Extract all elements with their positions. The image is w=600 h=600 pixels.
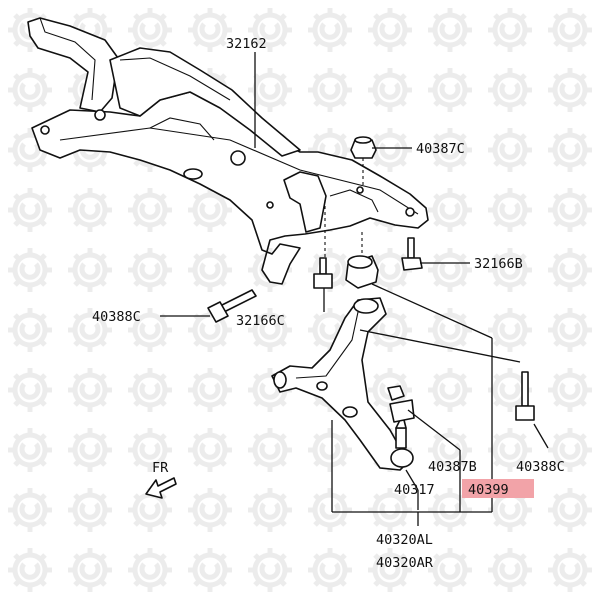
gear-logo-icon (248, 488, 292, 532)
nut-40387b[interactable] (387, 385, 415, 423)
gear-logo-icon (8, 248, 52, 292)
crossmember-32162[interactable] (27, 17, 429, 285)
gear-logo-icon (548, 248, 592, 292)
label-40388c-left[interactable]: 40388C (92, 309, 141, 325)
gear-logo-icon (308, 68, 352, 112)
gear-logo-icon (548, 368, 592, 412)
gear-logo-icon (428, 368, 472, 412)
gear-logo-icon (8, 368, 52, 412)
gear-logo-icon (488, 188, 532, 232)
lower-arm-40320[interactable] (271, 297, 409, 471)
gear-logo-icon (8, 68, 52, 112)
gear-logo-icon (8, 188, 52, 232)
gear-logo-icon (488, 128, 532, 172)
gear-logo-icon (428, 188, 472, 232)
gear-logo-icon (308, 428, 352, 472)
gear-logo-icon (488, 548, 532, 592)
gear-logo-icon (308, 8, 352, 52)
label-32166c[interactable]: 32166C (236, 313, 285, 329)
gear-logo-icon (488, 8, 532, 52)
gear-logo-icon (68, 248, 112, 292)
gear-logo-icon (548, 308, 592, 352)
gear-logo-icon (488, 68, 532, 112)
part-labels: 32162 40387C 32166B 40388C 32166C 40387B… (92, 36, 565, 571)
label-32162[interactable]: 32162 (226, 36, 267, 52)
gear-logo-icon (548, 488, 592, 532)
gear-logo-icon (128, 188, 172, 232)
leader-lines (160, 52, 549, 526)
label-40399[interactable]: 40399 (468, 482, 509, 498)
gear-logo-icon (8, 308, 52, 352)
front-label: FR (152, 460, 169, 476)
gear-logo-icon (428, 248, 472, 292)
gear-logo-icon (548, 68, 592, 112)
gear-logo-icon (428, 548, 472, 592)
gear-logo-icon (548, 128, 592, 172)
gear-logo-icon (68, 368, 112, 412)
gear-logo-icon (188, 368, 232, 412)
bolt-40388c-rear[interactable] (359, 329, 535, 421)
bushing-40399[interactable] (345, 232, 379, 289)
gear-logo-icon (68, 188, 112, 232)
gear-logo-icon (128, 248, 172, 292)
gear-logo-icon (188, 248, 232, 292)
gear-logo-icon (368, 8, 412, 52)
gear-logo-icon (548, 188, 592, 232)
gear-logo-icon (368, 68, 412, 112)
gear-logo-icon (188, 428, 232, 472)
gear-logo-icon (548, 8, 592, 52)
gear-logo-icon (248, 428, 292, 472)
gear-logo-icon (188, 548, 232, 592)
gear-logo-icon (488, 308, 532, 352)
gear-logo-icon (428, 68, 472, 112)
front-direction-marker: FR (145, 460, 177, 499)
gear-logo-icon (308, 548, 352, 592)
label-40388c-rear[interactable]: 40388C (516, 459, 565, 475)
bolt-32166b[interactable] (401, 237, 423, 271)
gear-logo-icon (248, 548, 292, 592)
gear-logo-icon (428, 8, 472, 52)
highlight-40399 (462, 479, 534, 498)
gear-logo-icon (128, 8, 172, 52)
gear-logo-icon (68, 548, 112, 592)
bolt-32166c[interactable] (313, 200, 333, 289)
gear-logo-icon (128, 548, 172, 592)
ball-joint-40317[interactable] (390, 419, 414, 468)
gear-logo-icon (188, 488, 232, 532)
label-32166b[interactable]: 32166B (474, 256, 523, 272)
gear-logo-icon (8, 548, 52, 592)
bolt-40388c-left[interactable] (207, 289, 257, 323)
label-40320al[interactable]: 40320AL (376, 532, 433, 548)
gear-logo-icon (308, 488, 352, 532)
gear-logo-icon (8, 428, 52, 472)
gear-logo-icon (68, 488, 112, 532)
label-40387b[interactable]: 40387B (428, 459, 477, 475)
gear-logo-icon (68, 428, 112, 472)
gear-logo-icon (548, 548, 592, 592)
label-40317[interactable]: 40317 (394, 482, 435, 498)
label-40387c[interactable]: 40387C (416, 141, 465, 157)
gear-logo-icon (8, 488, 52, 532)
label-40320ar[interactable]: 40320AR (376, 555, 434, 571)
nut-40387c[interactable] (350, 136, 377, 188)
gear-logo-icon (128, 368, 172, 412)
